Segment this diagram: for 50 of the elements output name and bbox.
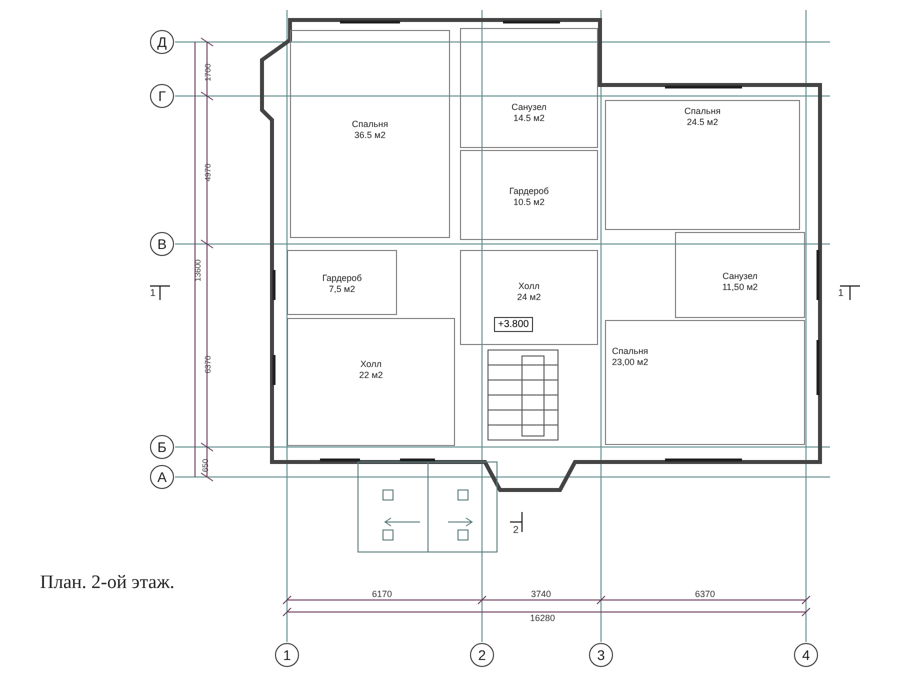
room-name: Санузел [511,102,547,113]
section-number: 1 [838,288,844,299]
room-name: Спальня [684,106,721,117]
room-outline [287,250,397,315]
room-area: 36.5 м2 [354,130,386,141]
room-outline [460,250,598,345]
room-name: Спальня [352,119,388,130]
room-name: Спальня [612,346,648,357]
room-outline [460,28,598,148]
room-name: Холл [518,281,540,292]
axis-bubble: 2 [470,643,494,667]
section-number: 2 [513,525,519,536]
level-mark: +3.800 [494,317,533,332]
dimension-value: 6370 [695,589,716,599]
room-area: 10.5 м2 [513,197,545,208]
dimension-value: 4970 [203,164,212,182]
room-outline [675,232,805,318]
room-outline [287,318,455,446]
axis-bubble: Г [150,84,174,108]
room-outline [605,100,800,230]
axis-bubble: В [150,232,174,256]
axis-bubble: 4 [794,643,818,667]
room-outline [605,320,805,445]
dimension-value: 6170 [372,589,392,599]
room-area: 7,5 м2 [328,284,356,295]
dimension-value: 6370 [203,356,212,374]
room-outline [290,30,450,238]
axis-bubble: 1 [275,643,299,667]
dimension-value: 3740 [531,589,552,599]
room-area: 14.5 м2 [513,113,545,124]
section-number: 1 [150,288,156,299]
axis-bubble: А [150,465,174,489]
room-name: Гардероб [509,186,549,197]
room-outline [460,150,598,240]
room-area: 22 м2 [359,370,383,381]
axis-bubble: Д [150,30,174,54]
axis-bubble: Б [150,435,174,459]
dimension-value: 1700 [203,64,212,82]
axis-bubble: 3 [589,643,613,667]
plan-caption: План. 2-ой этаж. [40,572,175,594]
dimension-value: 13600 [194,259,203,282]
room-name: Санузел [722,271,758,282]
room-area: 24 м2 [517,292,541,303]
dimension-value: 650 [201,458,210,472]
room-area: 11,50 м2 [722,282,758,293]
room-name: Холл [360,359,382,370]
room-area: 24.5 м2 [686,117,718,128]
room-name: Гардероб [322,273,362,284]
dimension-value: 16280 [530,613,556,623]
room-area: 23,00 м2 [612,357,648,368]
